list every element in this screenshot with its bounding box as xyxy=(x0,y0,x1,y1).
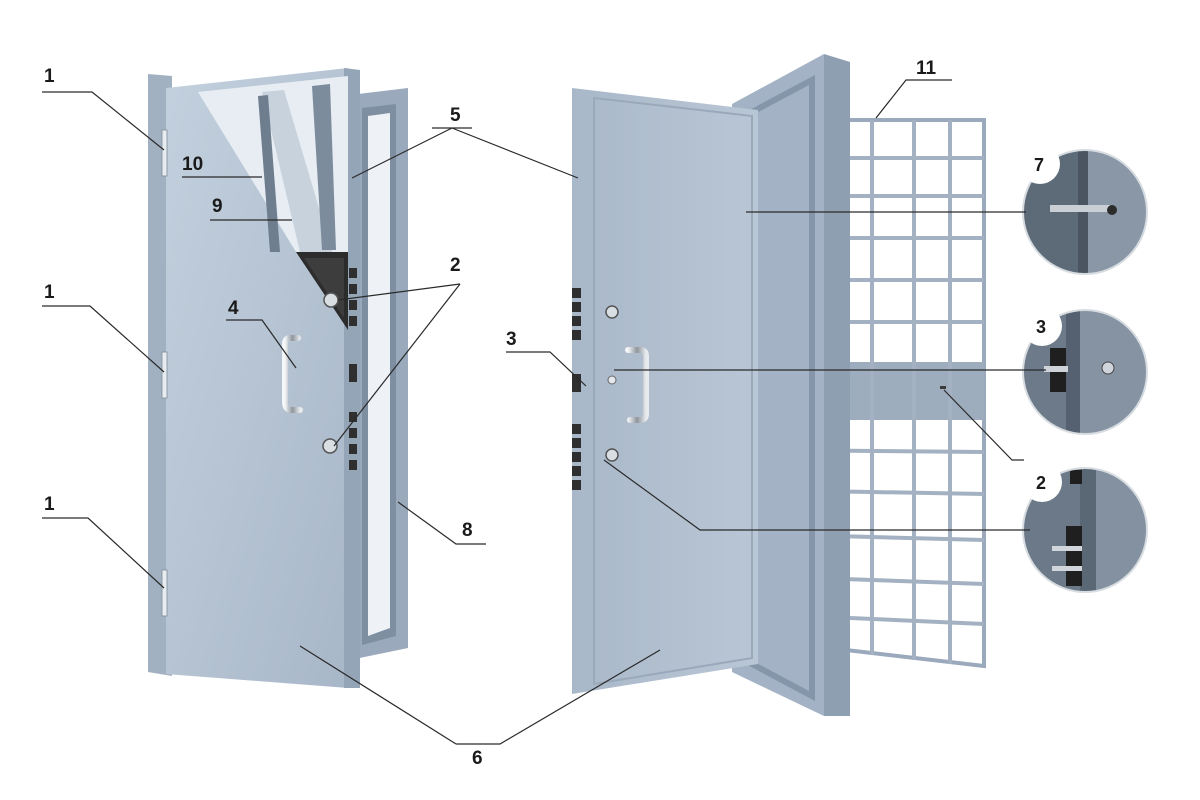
label-9: 9 xyxy=(212,196,223,217)
label-3-right-door: 3 xyxy=(506,329,517,350)
lock-cylinder-lower-icon xyxy=(322,438,338,454)
label-1-top: 1 xyxy=(44,66,55,87)
lock-bolts-right-door xyxy=(572,288,581,490)
leader-lines xyxy=(42,79,1046,745)
badge-7-text: 7 xyxy=(1034,155,1044,175)
hinge-top xyxy=(161,129,168,177)
label-2-left: 2 xyxy=(450,255,461,276)
hinge-bottom xyxy=(161,569,168,617)
badge-7 xyxy=(1020,144,1060,184)
right-door-handle-icon xyxy=(625,347,649,423)
door-cutaway xyxy=(198,76,348,330)
label-5: 5 xyxy=(450,105,461,126)
right-lock-lower-icon xyxy=(605,448,619,462)
label-1-bottom: 1 xyxy=(44,494,55,515)
left-door-assembly xyxy=(148,68,408,688)
hinge-middle xyxy=(161,351,168,399)
label-1-middle: 1 xyxy=(44,282,55,303)
lock-bolts-left-door xyxy=(349,268,357,470)
lock-cylinder-upper-icon xyxy=(323,292,339,308)
label-6: 6 xyxy=(472,748,483,769)
label-11: 11 xyxy=(916,58,937,79)
badge-3 xyxy=(1022,306,1062,346)
label-8: 8 xyxy=(462,520,473,541)
right-door-assembly xyxy=(572,54,986,716)
label-10: 10 xyxy=(182,154,203,175)
badge-2-text: 2 xyxy=(1036,473,1046,493)
frame-strike-hole-icon xyxy=(940,386,946,389)
right-lock-upper-icon xyxy=(605,305,619,319)
label-4: 4 xyxy=(228,298,239,319)
night-latch-icon xyxy=(607,375,617,385)
right-door-leaf xyxy=(572,88,758,694)
badge-2 xyxy=(1022,462,1062,502)
badge-3-text: 3 xyxy=(1036,317,1046,337)
detail-circle-7 xyxy=(1022,149,1148,275)
left-door-handle-icon xyxy=(282,335,303,413)
